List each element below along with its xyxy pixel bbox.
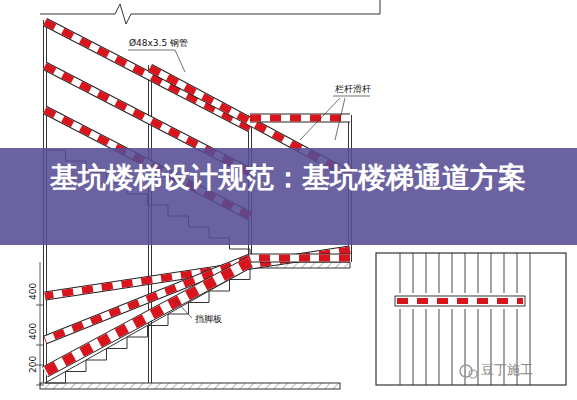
rail-stripe bbox=[45, 258, 250, 340]
plan-tread bbox=[491, 253, 492, 293]
plan-rail bbox=[395, 296, 525, 306]
dimension: 400 bbox=[28, 283, 39, 300]
plan-tread bbox=[400, 253, 401, 293]
rail-edge bbox=[45, 22, 250, 128]
plan-tread bbox=[426, 309, 427, 385]
title: 基坑楼梯设计规范：基坑楼梯通道方案 bbox=[38, 160, 538, 196]
dimension: 200 bbox=[28, 356, 39, 373]
plan-tread bbox=[413, 253, 414, 293]
plan-rail-stripe bbox=[397, 298, 523, 304]
rail bbox=[250, 115, 350, 122]
toe-board-label: 挡脚板 bbox=[194, 314, 223, 325]
plan-tread bbox=[452, 309, 453, 385]
plan-tread bbox=[439, 309, 440, 385]
watermark: 豆丁施工 bbox=[481, 364, 533, 375]
plan-tread bbox=[426, 253, 427, 293]
plan-tread bbox=[413, 309, 414, 385]
plan-tread bbox=[400, 309, 401, 385]
rail-edge bbox=[45, 262, 250, 372]
rail bbox=[250, 255, 350, 262]
pipe-spec: Ø48x3.5 钢管 bbox=[128, 38, 189, 49]
rail bbox=[45, 262, 250, 372]
plan-tread bbox=[478, 309, 479, 385]
rail-stripe bbox=[250, 255, 350, 262]
plan-tread bbox=[478, 253, 479, 293]
rail bbox=[45, 258, 250, 340]
rail-stripe bbox=[45, 22, 250, 128]
rail-edge bbox=[45, 258, 250, 340]
plan-tread bbox=[439, 253, 440, 293]
rail bbox=[45, 22, 250, 128]
dimension: 400 bbox=[28, 323, 39, 340]
plan-tread bbox=[517, 253, 518, 293]
plan-tread bbox=[465, 253, 466, 293]
title-banner: 基坑楼梯设计规范：基坑楼梯通道方案 bbox=[0, 148, 577, 245]
plan-tread bbox=[465, 309, 466, 385]
plan-tread bbox=[504, 253, 505, 293]
rail-label: 栏杆滑杆 bbox=[334, 84, 372, 95]
rail-edge bbox=[250, 114, 350, 123]
rail-stripe bbox=[250, 115, 350, 122]
rail-edge bbox=[250, 254, 350, 263]
rail-stripe bbox=[45, 262, 250, 372]
plan-tread bbox=[452, 253, 453, 293]
